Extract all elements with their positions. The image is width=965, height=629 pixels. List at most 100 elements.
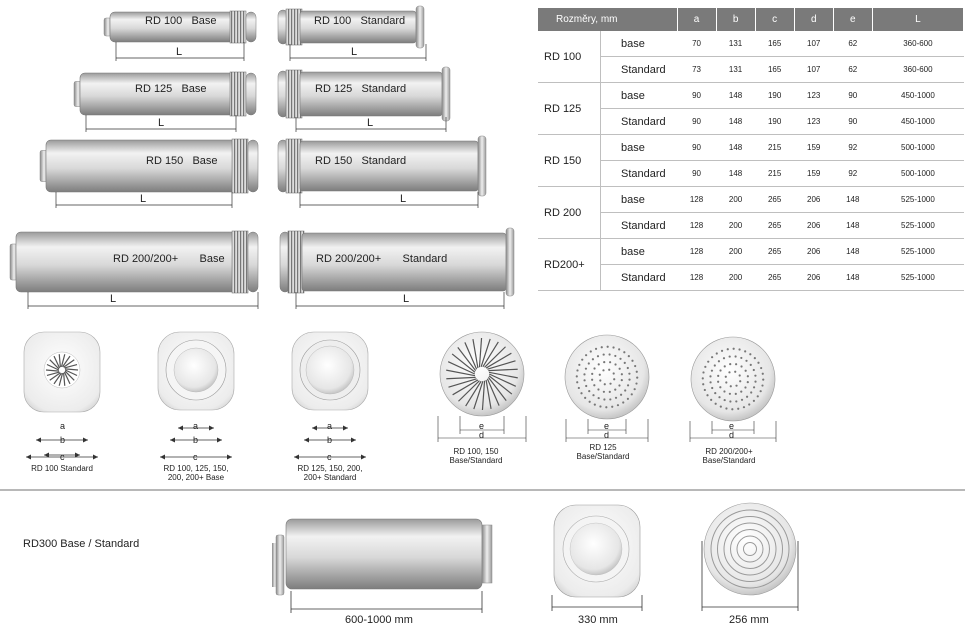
table-cell-value: 128 <box>677 212 717 239</box>
dim-letter: d <box>604 430 610 440</box>
table-cell-value: 107 <box>794 56 834 83</box>
table-cell-variant: base <box>600 134 677 161</box>
front-view-rd100-150-grille <box>437 331 527 442</box>
caption-line: RD 125, 150, 200, <box>297 464 363 473</box>
table-cell-value: 148 <box>833 238 873 265</box>
table-cell-value: 206 <box>794 212 834 239</box>
table-cell-value: 62 <box>833 31 873 57</box>
front-view-base <box>157 331 235 460</box>
dim-letter: e <box>479 421 485 431</box>
table-cell-value: 128 <box>677 238 717 265</box>
table-header-cell: Rozměry, mm <box>538 8 678 31</box>
table-cell-value: 200 <box>716 186 756 213</box>
table-cell-value: 525-1000 <box>872 186 964 213</box>
table-cell-variant: base <box>600 31 677 57</box>
table-header-cell: e <box>833 8 873 31</box>
table-cell-variant: Standard <box>600 108 677 135</box>
table-cell-value: 190 <box>755 82 795 109</box>
unit-label-rd100-base: RD 100 Base <box>145 15 217 27</box>
table-cell-value: 148 <box>833 212 873 239</box>
rd300-grille-view <box>701 502 799 611</box>
unit-label-rd150-standard: RD 150 Standard <box>315 155 407 167</box>
table-cell-value: 265 <box>755 212 795 239</box>
table-cell-value: 200 <box>716 212 756 239</box>
table-cell-value: 200 <box>716 238 756 265</box>
table-cell-value: 500-1000 <box>872 160 964 187</box>
dim-letter: c <box>327 452 332 462</box>
table-cell-model: RD 200 <box>538 186 601 239</box>
table-cell-variant: Standard <box>600 160 677 187</box>
table-header-row: Rozměry, mm a b c d e L <box>538 8 965 31</box>
table-cell-value: 128 <box>677 186 717 213</box>
table-cell-variant: Standard <box>600 56 677 83</box>
caption-line: RD 100 Standard <box>31 464 93 473</box>
dim-label-l: L <box>176 46 183 58</box>
table-cell-value: 165 <box>755 56 795 83</box>
section-divider <box>0 489 965 491</box>
table-cell-value: 148 <box>833 264 873 291</box>
dim-letter: b <box>193 435 199 445</box>
caption-line: 200+ Standard <box>303 473 357 482</box>
dim-letter: a <box>327 421 333 431</box>
table-cell-value: 525-1000 <box>872 212 964 239</box>
side-views <box>9 5 515 309</box>
unit-side-view <box>277 135 487 208</box>
dim-label-l: L <box>140 193 147 205</box>
front-view-caption: RD 200/200+Base/Standard <box>684 447 774 465</box>
dim-label-l: L <box>400 193 407 205</box>
caption-line: Base/Standard <box>702 456 756 465</box>
table-cell-value: 159 <box>794 134 834 161</box>
table-cell-variant: Standard <box>600 264 677 291</box>
dim-letter: e <box>729 421 735 431</box>
table-cell-value: 265 <box>755 238 795 265</box>
table-cell-variant: Standard <box>600 212 677 239</box>
table-cell-value: 123 <box>794 82 834 109</box>
table-cell-value: 206 <box>794 264 834 291</box>
unit-label-rd125-standard: RD 125 Standard <box>315 83 407 95</box>
rd300-pipe <box>272 518 493 613</box>
dim-letter: a <box>193 421 199 431</box>
dim-letter: e <box>604 421 610 431</box>
table-cell-value: 200 <box>716 264 756 291</box>
table-cell-value: 90 <box>833 82 873 109</box>
table-cell-value: 131 <box>716 56 756 83</box>
unit-label-rd125-base: RD 125 Base <box>135 83 207 95</box>
unit-side-view <box>103 10 257 61</box>
dim-letter: c <box>60 452 65 462</box>
table-header-cell: b <box>716 8 756 31</box>
rd300-drawings <box>272 502 799 613</box>
table-cell-value: 450-1000 <box>872 108 964 135</box>
unit-label-rd100-standard: RD 100 Standard <box>314 15 406 27</box>
dim-letter: b <box>327 435 333 445</box>
table-cell-value: 525-1000 <box>872 264 964 291</box>
unit-label-rd200-base: RD 200/200+ Base <box>113 253 225 265</box>
caption-line: RD 100, 125, 150, <box>163 464 229 473</box>
table-cell-value: 148 <box>716 108 756 135</box>
unit-label-rd150-base: RD 150 Base <box>146 155 218 167</box>
table-cell-value: 450-1000 <box>872 82 964 109</box>
table-cell-value: 148 <box>716 134 756 161</box>
dim-label-l: L <box>403 293 410 305</box>
dim-letter: a <box>60 421 66 431</box>
caption-line: Base/Standard <box>576 452 630 461</box>
dim-letter: c <box>193 452 198 462</box>
table-cell-value: 148 <box>833 186 873 213</box>
table-cell-value: 131 <box>716 31 756 57</box>
dim-letter: b <box>60 435 66 445</box>
table-cell-value: 360-600 <box>872 56 964 83</box>
table-cell-value: 148 <box>716 82 756 109</box>
table-cell-value: 92 <box>833 134 873 161</box>
table-cell-value: 265 <box>755 264 795 291</box>
dim-label-l: L <box>110 293 117 305</box>
caption-line: RD 100, 150 <box>453 447 499 456</box>
front-view-standard <box>291 331 369 460</box>
table-cell-model: RD 125 <box>538 82 601 135</box>
table-header-cell: L <box>872 8 965 31</box>
